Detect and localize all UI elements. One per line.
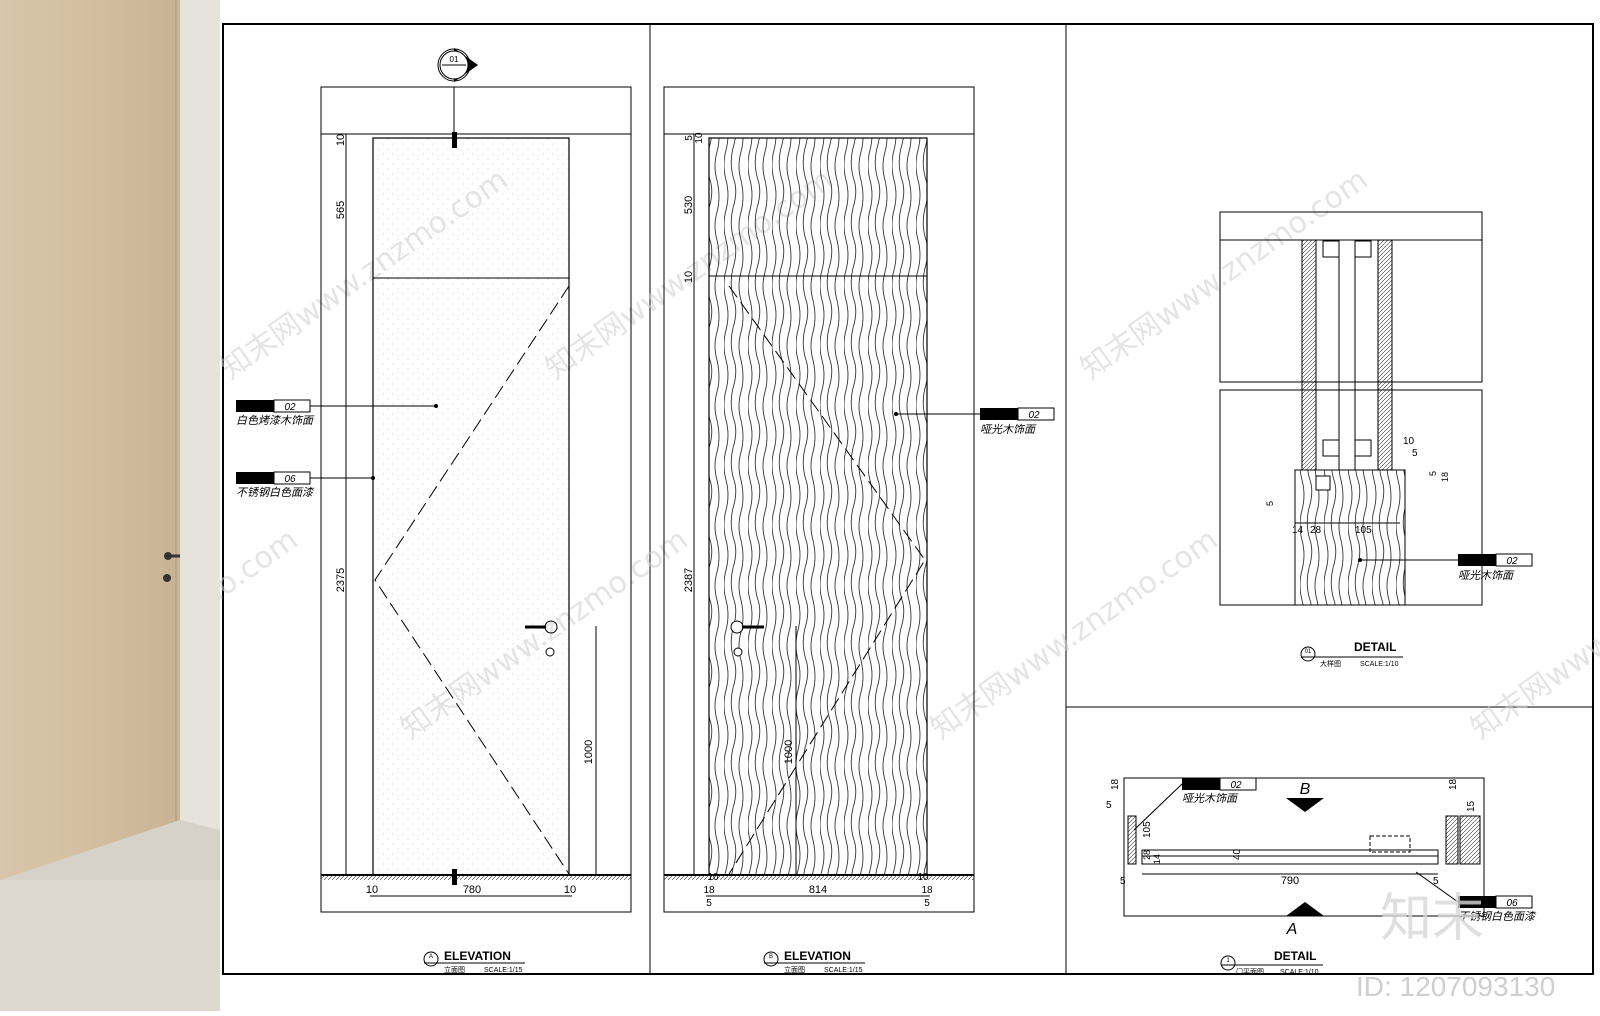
svg-text:立面图: 立面图	[784, 965, 805, 974]
svg-text:5: 5	[1412, 448, 1418, 459]
svg-text:10: 10	[564, 884, 576, 896]
svg-text:5: 5	[1433, 876, 1439, 887]
svg-text:814: 814	[809, 884, 827, 896]
svg-text:18: 18	[703, 885, 715, 896]
svg-text:DETAIL: DETAIL	[1274, 949, 1316, 963]
svg-text:02: 02	[284, 402, 296, 413]
svg-text:105: 105	[1142, 821, 1153, 838]
door-photo-drawing	[0, 0, 220, 1011]
svg-text:立面图: 立面图	[444, 965, 465, 974]
drawing-sheet: 知末网www.znzmo.com 知末网www.znzmo.com 知末网www…	[5, 0, 1600, 1011]
elevation-a: 01 10 565 2375 1000 10 780 10 02 白色烤漆木饰面…	[236, 48, 632, 974]
watermark-id: ID: 1207093130	[1356, 971, 1555, 1002]
svg-text:01: 01	[1305, 649, 1312, 655]
svg-text:5: 5	[1120, 876, 1126, 887]
svg-text:SCALE:1/15: SCALE:1/15	[484, 967, 523, 974]
svg-text:10: 10	[707, 872, 719, 883]
elevation-b: 5 10 530 10 2387 1000 10 814 10 5 5 18 1…	[663, 86, 1055, 974]
svg-text:14: 14	[1292, 525, 1304, 536]
svg-text:02: 02	[1506, 556, 1518, 567]
svg-text:18: 18	[1110, 778, 1121, 790]
svg-text:15: 15	[1466, 800, 1477, 812]
svg-text:不锈钢白色面漆: 不锈钢白色面漆	[236, 486, 315, 499]
svg-text:530: 530	[683, 196, 695, 214]
door-leaf-b	[708, 137, 928, 876]
svg-text:02: 02	[1028, 410, 1040, 421]
svg-text:780: 780	[463, 884, 481, 896]
svg-text:18: 18	[1440, 472, 1450, 482]
svg-text:知末网www.znzmo.com: 知末网www.znzmo.com	[925, 522, 1225, 747]
detail-01: 10 5 5 18 5 14 28 105 02 哑光木饰面 01 DETAIL…	[1219, 211, 1533, 668]
svg-text:1000: 1000	[583, 740, 595, 764]
svg-text:白色烤漆木饰面: 白色烤漆木饰面	[236, 414, 315, 427]
svg-text:大样图: 大样图	[1320, 659, 1341, 668]
svg-text:01: 01	[450, 55, 459, 64]
svg-text:门平面图: 门平面图	[1236, 967, 1264, 976]
svg-text:06: 06	[284, 474, 296, 485]
svg-text:10: 10	[694, 132, 705, 144]
svg-text:10: 10	[335, 134, 347, 146]
svg-text:知末网www.znzmo.com: 知末网www.znzmo.com	[1075, 162, 1375, 387]
svg-text:02: 02	[1230, 780, 1242, 791]
svg-text:SCALE:1/10: SCALE:1/10	[1280, 969, 1319, 976]
sheet-frame	[222, 23, 1594, 975]
svg-text:565: 565	[335, 201, 347, 219]
door-lock-icon	[163, 574, 171, 582]
svg-text:10: 10	[366, 884, 378, 896]
svg-text:哑光木饰面: 哑光木饰面	[980, 423, 1037, 436]
svg-text:2375: 2375	[335, 568, 347, 592]
door-leaf-a	[372, 137, 570, 876]
svg-text:5: 5	[1428, 471, 1438, 476]
svg-text:14: 14	[1152, 854, 1162, 864]
svg-text:5: 5	[706, 898, 712, 909]
svg-text:1: 1	[1226, 958, 1230, 964]
svg-text:105: 105	[1355, 525, 1372, 536]
svg-text:06: 06	[1506, 898, 1518, 909]
svg-text:5: 5	[1265, 501, 1275, 506]
watermark-logo: 知末	[1380, 889, 1484, 949]
svg-text:10: 10	[917, 872, 929, 883]
svg-text:SCALE:1/10: SCALE:1/10	[1360, 661, 1399, 668]
view-arrow-b-icon	[1286, 798, 1324, 812]
detail-1: B A 18 5 105 28 14 40 790 5 5 18 15 02 哑…	[1106, 777, 1537, 976]
view-arrow-a-icon	[1286, 902, 1324, 916]
svg-text:B: B	[769, 954, 773, 960]
svg-text:5: 5	[1106, 800, 1112, 811]
svg-text:B: B	[1300, 781, 1311, 798]
svg-text:5: 5	[684, 135, 695, 141]
svg-text:不锈钢白色面漆: 不锈钢白色面漆	[1458, 910, 1537, 923]
svg-text:28: 28	[1142, 850, 1152, 860]
svg-text:2387: 2387	[683, 568, 695, 592]
svg-text:A: A	[429, 954, 433, 960]
svg-text:5: 5	[924, 898, 930, 909]
svg-text:10: 10	[683, 271, 695, 283]
svg-text:18: 18	[921, 885, 933, 896]
svg-text:A: A	[1286, 921, 1298, 938]
svg-text:SCALE:1/15: SCALE:1/15	[824, 967, 863, 974]
svg-text:哑光木饰面: 哑光木饰面	[1458, 569, 1515, 582]
svg-text:28: 28	[1310, 525, 1322, 536]
svg-text:18: 18	[1448, 778, 1459, 790]
svg-text:10: 10	[1403, 436, 1415, 447]
svg-text:ELEVATION: ELEVATION	[444, 949, 511, 963]
svg-text:ELEVATION: ELEVATION	[784, 949, 851, 963]
svg-text:1000: 1000	[783, 740, 795, 764]
svg-text:哑光木饰面: 哑光木饰面	[1182, 792, 1239, 805]
drawing-canvas: 知末网www.znzmo.com 知末网www.znzmo.com 知末网www…	[5, 23, 1600, 1002]
svg-text:790: 790	[1281, 875, 1299, 887]
door-photo	[0, 0, 220, 1011]
svg-text:40: 40	[1232, 848, 1243, 860]
svg-text:DETAIL: DETAIL	[1354, 640, 1396, 654]
svg-text:知末网www.znzmo.com: 知末网www.znzmo.com	[220, 522, 304, 747]
